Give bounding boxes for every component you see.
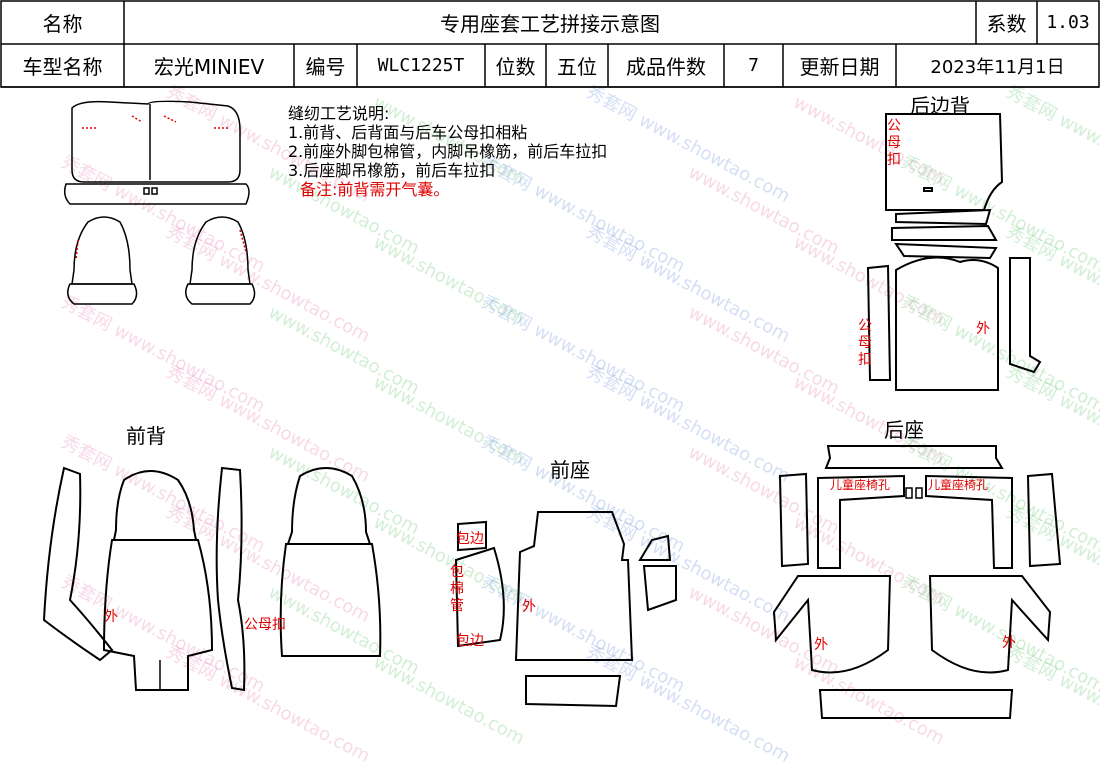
label-snap-rear-back-top: 公母扣 [887, 118, 901, 168]
header-table-lines [0, 0, 1100, 88]
label-outer-rear-seat-right: 外 [1002, 635, 1016, 651]
label-snap-rear-back-side: 公母扣 [858, 318, 872, 368]
rear-seat-pieces [772, 445, 1062, 719]
label-outer-front-back: 外 [104, 609, 118, 625]
coef-value: 1.03 [1046, 12, 1090, 33]
front-back-pieces [42, 466, 382, 692]
notes-heading: 缝纫工艺说明: [288, 104, 390, 123]
label-child-seat-hole-left: 儿童座椅孔 [830, 478, 891, 492]
notes-line-3: 3.后座脚吊橡筋，前后车拉扣 [288, 161, 496, 180]
section-title-front-seat: 前座 [550, 458, 590, 482]
update-value: 2023年11月1日 [930, 56, 1065, 78]
pieces-label: 成品件数 [626, 55, 706, 79]
sewing-notes: 缝纫工艺说明: 1.前背、后背面与后车公母扣相粘 2.前座外脚包棉管，内脚吊橡筋… [288, 104, 607, 199]
name-label: 名称 [42, 12, 83, 36]
pattern-drawing [0, 0, 1100, 719]
overview-front-seat-left [67, 216, 138, 305]
section-title-rear-seat: 后座 [884, 418, 924, 442]
label-outer-front-seat: 外 [522, 599, 536, 615]
overview-front-seat-right [185, 216, 256, 305]
notes-line-1: 1.前背、后背面与后车公母扣相粘 [288, 123, 528, 142]
label-snap-front-back: 公母扣 [244, 617, 286, 633]
update-label: 更新日期 [799, 55, 880, 79]
model-label: 车型名称 [22, 55, 103, 79]
notes-remark: 备注:前背需开气囊。 [300, 180, 450, 199]
label-child-seat-hole-right: 儿童座椅孔 [928, 478, 989, 492]
label-edge-top: 包边 [456, 531, 484, 547]
label-edge-bottom: 包边 [456, 633, 484, 649]
label-cotton-tube: 包棉管 [450, 564, 464, 614]
front-seat-pieces [454, 511, 677, 708]
section-title-rear-back: 后边背 [910, 94, 970, 118]
label-outer-rear-back: 外 [976, 321, 990, 337]
section-title-front-back: 前背 [126, 424, 166, 448]
notes-line-2: 2.前座外脚包棉管，内脚吊橡筋，前后车拉扣 [288, 142, 608, 161]
doc-title: 专用座套工艺拼接示意图 [440, 12, 660, 36]
seats-value: 五位 [557, 55, 597, 79]
seats-label: 位数 [495, 55, 536, 79]
code-label: 编号 [305, 55, 346, 79]
pieces-value: 7 [748, 55, 759, 76]
code-value: WLC1225T [377, 55, 465, 76]
coef-label: 系数 [986, 12, 1027, 36]
overview-rear-seat [63, 100, 250, 205]
label-outer-rear-seat-left: 外 [814, 637, 828, 653]
rear-back-pieces [866, 113, 1042, 391]
model-value: 宏光MINIEV [153, 55, 265, 79]
